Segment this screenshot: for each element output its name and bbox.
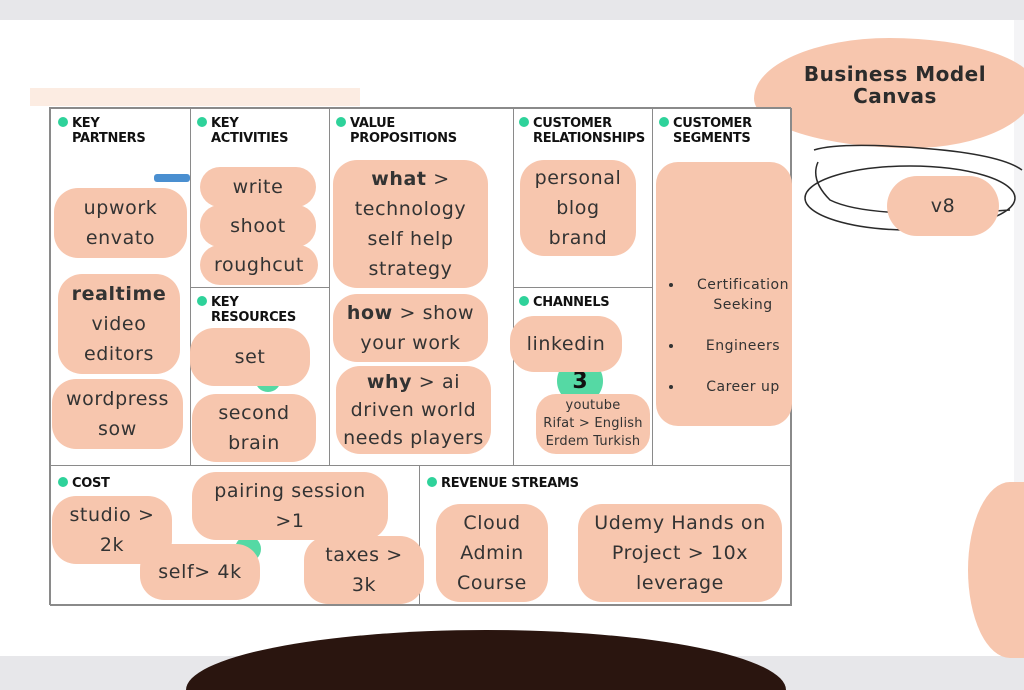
sticky-pairing-session[interactable]: pairing session >1	[192, 472, 388, 540]
segment-item: Certification Seeking	[684, 275, 802, 316]
sticky-taxes-3k[interactable]: taxes > 3k	[304, 536, 424, 604]
segment-item: Career up	[684, 377, 802, 398]
sticky-what-technology[interactable]: what > technology self help strategy	[333, 160, 488, 288]
illustration-bar	[154, 174, 190, 182]
dot-icon	[427, 477, 437, 487]
header-revenue-streams: REVENUE STREAMS	[427, 476, 579, 491]
dot-icon	[58, 477, 68, 487]
header-cost: COST	[58, 476, 110, 491]
sticky-studio-2k[interactable]: studio > 2k	[52, 496, 172, 564]
dot-icon	[197, 117, 207, 127]
header-value-propositions: VALUE PROPOSITIONS	[336, 116, 457, 146]
dot-icon	[519, 296, 529, 306]
sticky-youtube[interactable]: youtube Rifat > English Erdem Turkish	[536, 394, 650, 454]
segments-list: Certification Seeking Engineers Career u…	[666, 254, 802, 418]
sticky-linkedin[interactable]: linkedin	[510, 316, 622, 372]
sticky-customer-segments[interactable]: Certification Seeking Engineers Career u…	[656, 162, 792, 426]
header-key-partners: KEY PARTNERS	[58, 116, 146, 146]
sticky-cloud-admin-course[interactable]: Cloud Admin Course	[436, 504, 548, 602]
scroll-edge	[1014, 20, 1024, 656]
sticky-second-brain[interactable]: second brain	[192, 394, 316, 462]
dot-icon	[336, 117, 346, 127]
sticky-roughcut[interactable]: roughcut	[200, 245, 318, 285]
dot-icon	[197, 296, 207, 306]
sticky-shoot[interactable]: shoot	[200, 205, 316, 247]
decorative-stripe	[30, 88, 360, 106]
sticky-personal-blog-brand[interactable]: personal blog brand	[520, 160, 636, 256]
header-key-activities: KEY ACTIVITIES	[197, 116, 288, 146]
dot-icon	[659, 117, 669, 127]
sticky-wordpress-sow[interactable]: wordpress sow	[52, 379, 183, 449]
header-customer-relationships: CUSTOMER RELATIONSHIPS	[519, 116, 645, 146]
header-key-resources: KEY RESOURCES	[197, 295, 296, 325]
header-customer-segments: CUSTOMER SEGMENTS	[659, 116, 752, 146]
segment-item: Engineers	[684, 336, 802, 357]
sticky-why-ai-driven-world[interactable]: why > ai driven world needs players	[336, 366, 491, 454]
sticky-upwork-envato[interactable]: upwork envato	[54, 188, 187, 258]
version-sticky[interactable]: v8	[887, 176, 999, 236]
sticky-udemy-hands-on[interactable]: Udemy Hands on Project > 10x leverage	[578, 504, 782, 602]
sticky-write[interactable]: write	[200, 167, 316, 207]
cell-revenue-streams	[419, 465, 792, 606]
sticky-how-show-your-work[interactable]: how > show your work	[333, 294, 488, 362]
dot-icon	[519, 117, 529, 127]
sticky-self-4k[interactable]: self> 4k	[140, 544, 260, 600]
header-channels: CHANNELS	[519, 295, 610, 310]
sticky-set[interactable]: set	[190, 328, 310, 386]
sticky-realtime-bold: realtime	[71, 283, 167, 305]
dot-icon	[58, 117, 68, 127]
page-title: Business Model Canvas	[803, 62, 987, 108]
title-blob	[754, 38, 1024, 148]
